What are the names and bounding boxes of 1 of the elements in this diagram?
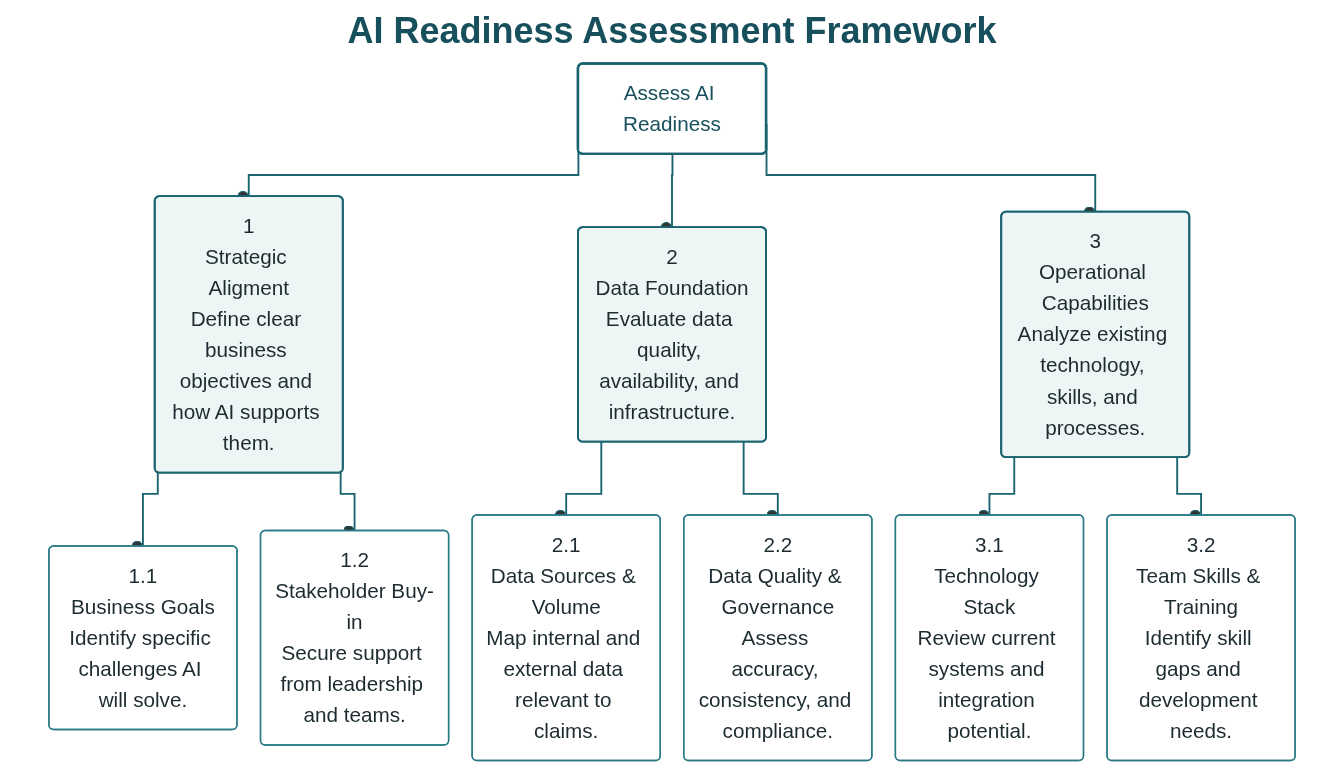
diagram-title: AI Readiness Assessment Framework	[347, 10, 997, 52]
